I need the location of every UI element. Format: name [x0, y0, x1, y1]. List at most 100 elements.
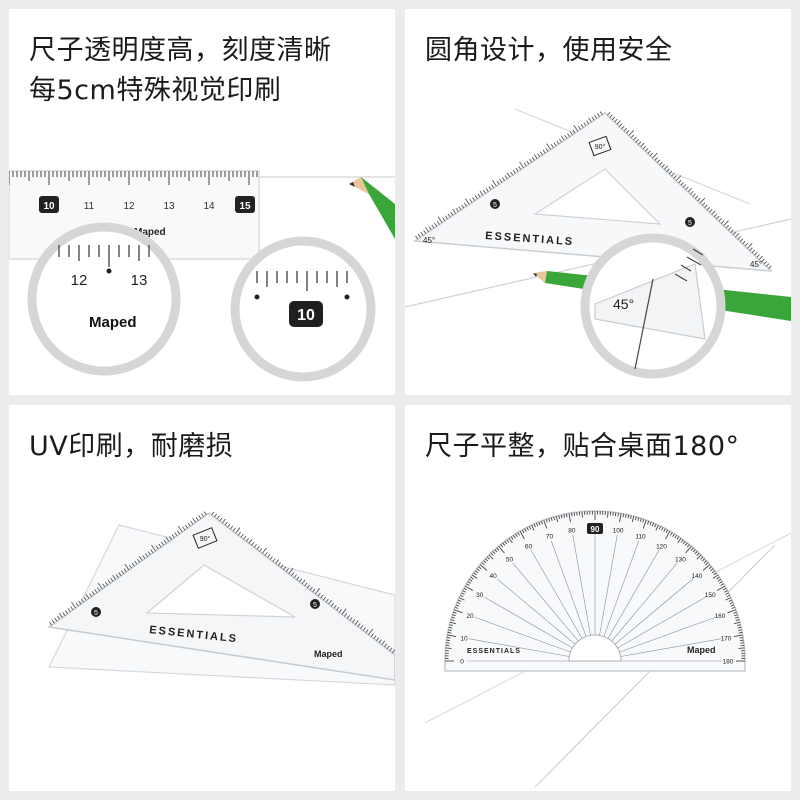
set-square-tick	[515, 167, 519, 172]
protractor-ray	[496, 578, 576, 645]
pencil	[349, 177, 395, 239]
protractor-ray	[572, 534, 591, 636]
set-square-tick	[182, 526, 186, 531]
set-square-tick	[317, 592, 321, 597]
set-square-tick	[463, 202, 467, 207]
set-square-tick	[616, 120, 621, 125]
set-square-tick	[474, 195, 478, 200]
protractor-ray	[620, 638, 722, 657]
set-square-tick	[704, 204, 708, 209]
set-square-tick	[192, 518, 197, 523]
protractor-tick	[607, 511, 609, 518]
protractor-tick	[508, 537, 513, 544]
set-square-tick	[737, 236, 741, 240]
set-square-tick	[720, 220, 725, 224]
set-square-tick	[754, 251, 758, 256]
set-square-tick	[675, 175, 682, 182]
set-square-tick	[291, 572, 295, 577]
set-square-tick	[198, 515, 202, 519]
set-square-tick	[376, 637, 380, 642]
set-square-tick	[107, 579, 111, 584]
protractor-tick	[639, 518, 642, 522]
protractor-tick	[550, 517, 553, 522]
protractor-degree-label: 140	[691, 573, 702, 580]
set-square-tick	[768, 265, 772, 270]
set-square-tick	[384, 643, 388, 648]
protractor-tick	[484, 558, 489, 562]
set-square-tick	[586, 120, 590, 125]
protractor-tick	[558, 515, 560, 519]
set-square-tick	[730, 229, 734, 233]
set-square-tick	[171, 534, 175, 538]
set-square-tick	[732, 231, 737, 236]
ruler-brand: Maped	[134, 227, 166, 238]
set-square-tick	[727, 227, 732, 231]
caption-line: 圆角设计，使用安全	[425, 35, 673, 66]
set-square-tick	[464, 198, 470, 205]
set-square-tick	[751, 249, 756, 254]
protractor-tick	[512, 534, 516, 539]
panel-caption: 尺子平整，贴合桌面180°	[425, 427, 740, 467]
protractor-tick	[456, 601, 461, 605]
set-square-tick	[158, 543, 162, 548]
set-square-tick	[174, 532, 178, 537]
protractor-tick	[642, 519, 647, 529]
set-square-tick	[94, 589, 98, 594]
set-square-tick	[97, 582, 103, 590]
magnifier-brand: Maped	[89, 314, 137, 331]
set-square-tick	[685, 186, 689, 191]
set-square-tick	[656, 159, 661, 163]
triangle-maker: Maped	[314, 649, 343, 659]
set-square-tick	[54, 617, 58, 622]
panel-rounded-corners: 90° 45° 45° ESSENTIALS 5 5 45° 圆角设计，使用安全	[405, 9, 791, 395]
set-square-tick	[362, 627, 366, 631]
protractor-tick	[490, 552, 494, 556]
set-square-tick	[452, 209, 457, 214]
protractor-tick	[543, 519, 548, 529]
set-square-tick	[666, 168, 670, 172]
protractor-tick	[663, 528, 666, 532]
protractor-tick	[448, 626, 453, 629]
protractor-tick	[672, 533, 675, 537]
set-square-tick	[349, 617, 353, 621]
set-square-cutout	[533, 168, 662, 225]
set-square-tick	[436, 220, 440, 225]
protractor-tick	[665, 530, 671, 540]
protractor-tick	[535, 522, 539, 527]
set-square-tick	[458, 206, 462, 211]
set-square-tick	[144, 553, 149, 557]
set-square-tick	[417, 233, 421, 238]
set-square-tick	[128, 564, 133, 569]
protractor-tick	[685, 545, 692, 554]
protractor-tick	[719, 581, 723, 584]
protractor-tick	[731, 606, 736, 609]
set-square-tick	[423, 230, 427, 234]
set-square-tick	[553, 142, 557, 147]
protractor-tick	[710, 568, 714, 572]
protractor-degree-label: 40	[489, 573, 497, 580]
protractor-tick	[716, 585, 726, 591]
protractor-tick	[471, 574, 478, 579]
protractor-tick	[676, 536, 680, 540]
set-square-tick	[742, 240, 746, 245]
protractor-tick	[478, 566, 482, 570]
set-square-tick	[644, 148, 649, 152]
protractor-tick	[705, 562, 709, 566]
magnifier-label: 12	[71, 272, 88, 289]
set-square-tick	[163, 539, 167, 544]
set-square-tick	[573, 125, 579, 132]
protractor-tick	[647, 520, 650, 525]
protractor-tick	[727, 609, 737, 614]
set-square-tick	[269, 556, 273, 560]
set-square-tick	[531, 156, 535, 161]
set-square-tick	[561, 135, 565, 141]
set-square-tick	[682, 184, 687, 188]
protractor-tick	[481, 562, 485, 566]
protractor-tick	[453, 611, 457, 614]
set-square-tick	[539, 151, 543, 156]
set-square-tick	[594, 114, 598, 119]
set-square-tick	[296, 576, 300, 581]
protractor-tick	[728, 599, 733, 602]
protractor-tick	[479, 564, 488, 571]
set-square-tick	[692, 193, 696, 197]
